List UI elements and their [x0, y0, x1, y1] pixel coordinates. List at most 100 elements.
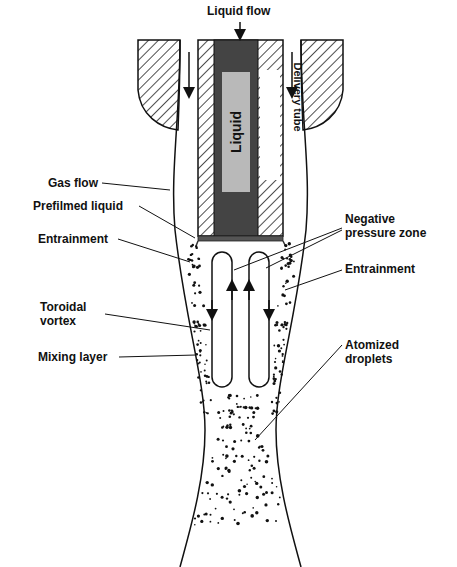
droplet: [284, 244, 287, 247]
droplet: [284, 323, 287, 326]
droplet: [244, 406, 248, 410]
droplet: [226, 424, 228, 426]
droplet: [196, 321, 199, 324]
droplet: [200, 342, 202, 344]
droplet: [192, 320, 195, 323]
droplet: [278, 349, 281, 352]
droplet: [247, 417, 249, 419]
droplet: [262, 449, 265, 452]
droplet: [210, 399, 212, 401]
film-edge: [196, 241, 286, 247]
droplet: [198, 324, 201, 327]
droplet: [271, 491, 274, 494]
droplet: [262, 475, 265, 478]
droplet: [198, 291, 201, 294]
droplet: [219, 417, 221, 419]
droplet: [196, 343, 199, 346]
droplet: [250, 425, 253, 428]
droplet: [233, 440, 236, 443]
droplet: [227, 469, 230, 472]
zone-label: Negative pressure zone: [345, 212, 445, 240]
vortex-arrow: [268, 300, 270, 318]
droplet: [285, 245, 287, 247]
droplet: [280, 347, 282, 349]
droplet: [233, 508, 235, 510]
droplet: [273, 382, 276, 385]
droplet: [271, 478, 273, 480]
droplet: [200, 330, 202, 332]
droplet: [245, 492, 248, 495]
vortex-loop: [249, 252, 269, 387]
droplet: [229, 424, 231, 426]
droplet: [280, 267, 283, 270]
droplet: [222, 454, 224, 456]
droplet: [211, 483, 214, 486]
droplet: [196, 266, 199, 269]
droplet: [282, 285, 284, 287]
droplet: [192, 260, 194, 262]
droplet: [282, 353, 284, 355]
droplet: [281, 266, 283, 268]
atomized-droplets: [187, 242, 295, 525]
droplet: [203, 324, 206, 327]
droplet: [289, 254, 292, 257]
droplet: [199, 354, 201, 356]
droplet: [209, 498, 211, 500]
droplet: [222, 439, 224, 441]
droplet: [226, 497, 228, 499]
droplet: [282, 258, 284, 260]
droplet: [278, 401, 280, 403]
droplet: [225, 466, 228, 469]
droplet: [261, 445, 264, 448]
droplet: [240, 440, 242, 442]
droplet: [230, 412, 233, 415]
droplet: [276, 486, 278, 488]
droplet: [265, 460, 269, 464]
droplet: [233, 460, 236, 463]
droplet: [221, 496, 224, 499]
droplet: [242, 423, 245, 426]
droplet: [279, 370, 282, 373]
droplet: [235, 455, 237, 457]
droplet: [191, 259, 193, 261]
droplet: [194, 524, 196, 526]
droplet: [197, 257, 200, 260]
droplet: [249, 469, 251, 471]
droplet: [207, 492, 209, 494]
droplet: [229, 426, 232, 429]
droplet: [228, 409, 231, 412]
droplet: [275, 378, 277, 380]
droplet: [188, 273, 191, 276]
droplet: [212, 457, 214, 459]
droplet: [225, 458, 227, 460]
droplet: [277, 344, 280, 347]
droplet: [199, 349, 202, 352]
droplet: [194, 517, 196, 519]
droplet: [238, 489, 242, 493]
droplet: [229, 416, 232, 419]
droplet: [192, 264, 195, 267]
droplet: [221, 426, 224, 429]
droplet: [255, 511, 258, 514]
flow-label: Liquid flow: [207, 4, 297, 18]
prefilmed-liquid-film: [198, 236, 283, 241]
droplet: [250, 396, 252, 398]
droplet: [208, 382, 211, 385]
droplet: [217, 411, 220, 414]
droplet: [217, 522, 219, 524]
droplet: [198, 258, 200, 260]
part-label: Prefilmed liquid: [33, 199, 143, 213]
droplet: [197, 376, 199, 378]
droplet: [281, 323, 284, 326]
flow-arrow: [239, 22, 241, 38]
droplet: [250, 514, 254, 518]
delivery-tube: [198, 40, 283, 236]
droplet: [284, 321, 286, 323]
droplet: [285, 302, 288, 305]
droplet: [292, 275, 295, 278]
region-label: Entrainment: [345, 262, 445, 276]
droplet: [192, 244, 194, 246]
droplet: [284, 264, 287, 267]
leader-lines: [102, 183, 342, 440]
droplet: [217, 438, 220, 441]
